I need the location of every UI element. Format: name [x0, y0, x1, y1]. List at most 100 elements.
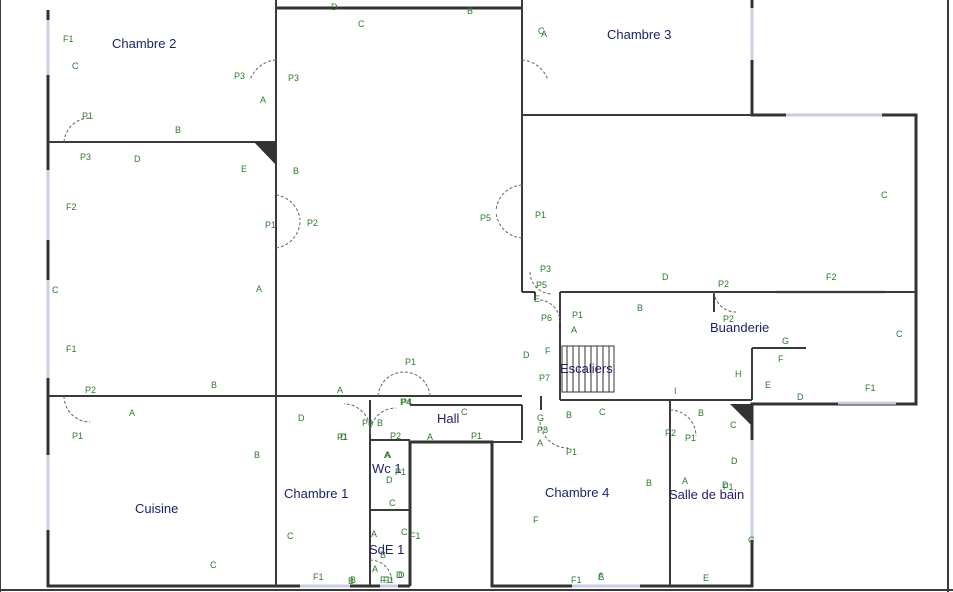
marker-label: P2: [390, 431, 401, 441]
room-wc-1: Wc 1: [372, 461, 402, 476]
room-chambre-1: Chambre 1: [284, 486, 348, 501]
marker-label: F1: [865, 383, 876, 393]
marker-label: F1: [410, 531, 421, 541]
marker-label: F2: [826, 272, 837, 282]
marker-label: F1: [383, 575, 394, 585]
marker-label: P1: [395, 467, 406, 477]
room-escaliers: Escaliers: [560, 361, 613, 376]
door-swings: [63, 59, 737, 583]
marker-label: P6: [541, 313, 552, 323]
marker-label: A: [571, 325, 577, 335]
marker-label: A: [384, 450, 390, 460]
marker-label: E: [703, 573, 709, 583]
marker-label: B: [637, 303, 643, 313]
marker-label: B: [566, 410, 572, 420]
marker-label: P1: [82, 111, 93, 121]
room-hall: Hall: [437, 411, 460, 426]
marker-label: P1: [72, 431, 83, 441]
marker-label: A: [541, 29, 547, 39]
marker-label: C: [730, 420, 737, 430]
marker-label: C: [210, 560, 217, 570]
marker-label: C: [599, 407, 606, 417]
marker-label: A: [256, 284, 262, 294]
marker-label: D: [523, 350, 530, 360]
marker-label: A: [260, 95, 266, 105]
marker-label: F2: [66, 202, 77, 212]
marker-label: D: [398, 570, 405, 580]
marker-label: P5: [480, 213, 491, 223]
room-chambre-2: Chambre 2: [112, 36, 176, 51]
marker-label: P1: [535, 210, 546, 220]
marker-label: G: [537, 413, 544, 423]
marker-label: A: [537, 438, 543, 448]
marker-label: P1: [685, 433, 696, 443]
marker-label: I: [674, 386, 677, 396]
marker-label: F1: [66, 344, 77, 354]
marker-label: F1: [571, 575, 582, 585]
marker-label: F1: [63, 34, 74, 44]
marker-label: E: [765, 380, 771, 390]
marker-label: C: [358, 19, 365, 29]
marker-label: F: [778, 354, 784, 364]
marker-label: C: [461, 407, 468, 417]
marker-label: D: [298, 413, 305, 423]
marker-label: B: [348, 576, 354, 586]
marker-label: A: [372, 564, 378, 574]
marker-label: P2: [665, 428, 676, 438]
marker-label: C: [896, 329, 903, 339]
marker-label: B: [350, 575, 356, 585]
marker-label: P7: [539, 373, 550, 383]
marker-label: P2: [307, 218, 318, 228]
marker-label: C: [287, 531, 294, 541]
marker-label: P1: [471, 431, 482, 441]
marker-label: G: [782, 336, 789, 346]
marker-label: D: [340, 432, 347, 442]
marker-label: P3: [540, 264, 551, 274]
marker-label: C: [389, 498, 396, 508]
marker-label: C: [401, 527, 408, 537]
marker-label: B: [380, 550, 386, 560]
marker-label: F: [533, 515, 539, 525]
room-buanderie: Buanderie: [710, 320, 769, 335]
marker-label: A: [682, 476, 688, 486]
marker-label: C: [52, 285, 59, 295]
marker-label: E: [241, 164, 247, 174]
marker-label: C: [72, 61, 79, 71]
marker-label: P4: [400, 397, 411, 407]
marker-label: A: [371, 529, 377, 539]
room-chambre-3: Chambre 3: [607, 27, 671, 42]
room-chambre-4: Chambre 4: [545, 485, 609, 500]
marker-label: B: [698, 408, 704, 418]
marker-label: F: [545, 346, 551, 356]
marker-label: D: [722, 480, 729, 490]
marker-label: F1: [723, 482, 734, 492]
marker-label: P1: [566, 447, 577, 457]
marker-label: P1: [337, 432, 348, 442]
marker-label: H: [735, 369, 742, 379]
marker-label: P1: [265, 220, 276, 230]
marker-label: P4: [401, 397, 412, 407]
corner-markers: [254, 142, 752, 426]
marker-label: F1: [313, 572, 324, 582]
room-sde-1: SdE 1: [369, 542, 404, 557]
marker-label: A: [337, 385, 343, 395]
marker-label: A: [129, 408, 135, 418]
marker-label: B: [467, 6, 473, 16]
marker-label: B: [175, 125, 181, 135]
marker-label: P3: [288, 73, 299, 83]
marker-label: P1: [572, 310, 583, 320]
marker-label: D: [331, 2, 338, 12]
marker-label: A: [598, 571, 604, 581]
marker-label: D: [662, 272, 669, 282]
marker-label: P1: [405, 357, 416, 367]
marker-label: P2: [723, 314, 734, 324]
marker-label: D: [731, 456, 738, 466]
marker-label: P3: [80, 152, 91, 162]
marker-label: D: [134, 154, 141, 164]
marker-label: P3: [362, 418, 373, 428]
marker-label: D: [797, 392, 804, 402]
interior-walls: [48, 0, 916, 586]
marker-label: P8: [537, 425, 548, 435]
marker-label: A: [385, 450, 391, 460]
